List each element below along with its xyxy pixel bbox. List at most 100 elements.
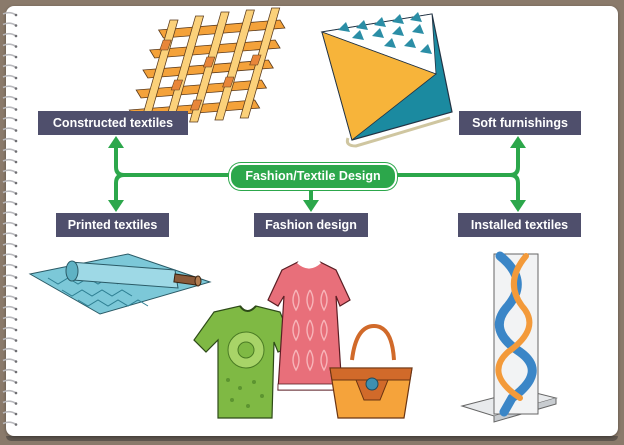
node-constructed-textiles: Constructed textiles xyxy=(38,111,188,135)
spiral-ring xyxy=(2,85,17,90)
spiral-hole xyxy=(14,402,18,405)
spiral-ring xyxy=(2,148,17,153)
spiral-hole xyxy=(14,423,18,426)
spiral-ring xyxy=(2,274,17,279)
connector-to-printed xyxy=(114,173,126,205)
spiral-ring xyxy=(2,137,17,142)
connector-lines xyxy=(114,144,520,205)
pink-dress-illustration xyxy=(267,260,351,391)
spiral-hole xyxy=(14,181,18,185)
spiral-ring xyxy=(2,200,17,205)
spiral-ring xyxy=(2,32,17,37)
spiral-ring xyxy=(2,106,17,111)
spiral-ring xyxy=(2,379,17,384)
spiral-ring xyxy=(2,190,17,195)
spiral-hole xyxy=(14,391,18,395)
spiral-ring xyxy=(2,368,17,373)
spiral-ring xyxy=(2,337,17,342)
spiral-hole xyxy=(14,129,18,132)
spiral-ring xyxy=(2,421,17,426)
spiral-hole xyxy=(14,118,18,122)
spiral-hole xyxy=(14,213,18,216)
spiral-hole xyxy=(14,76,18,80)
spiral-ring xyxy=(2,400,17,405)
spiral-hole xyxy=(14,318,18,321)
spiral-ring xyxy=(2,326,17,331)
spiral-hole xyxy=(14,150,18,153)
spiral-ring xyxy=(2,11,17,16)
center-node-fashion-textile-design: Fashion/Textile Design xyxy=(229,163,397,190)
spiral-ring xyxy=(2,295,17,300)
spiral-ring xyxy=(2,253,17,258)
node-soft-furnishings: Soft furnishings xyxy=(459,111,581,135)
spiral-ring xyxy=(2,242,17,247)
spiral-hole xyxy=(14,66,18,69)
spiral-ring xyxy=(2,221,17,226)
spiral-ring xyxy=(2,43,17,48)
spiral-ring xyxy=(2,169,17,174)
spiral-hole xyxy=(14,349,18,353)
spiral-ring xyxy=(2,316,17,321)
green-tshirt-illustration xyxy=(193,305,295,419)
spiral-hole xyxy=(14,139,18,143)
spiral-ring xyxy=(2,74,17,79)
spiral-ring xyxy=(2,358,17,363)
fabric-roll-illustration xyxy=(28,253,212,315)
spiral-ring xyxy=(2,95,17,100)
spiral-hole xyxy=(14,202,18,206)
spiral-ring xyxy=(2,410,17,415)
spiral-hole xyxy=(14,87,18,90)
spiral-ring xyxy=(2,53,17,58)
spiral-ring xyxy=(2,263,17,268)
arrowhead-up-constructed xyxy=(108,136,124,148)
spiral-hole xyxy=(14,45,18,48)
spiral-ring xyxy=(2,22,17,27)
spiral-hole xyxy=(14,192,18,195)
spiral-ring xyxy=(2,305,17,310)
spiral-ring xyxy=(2,232,17,237)
sheet-bottom-edge xyxy=(6,436,618,441)
arrowhead-down-fashion xyxy=(303,200,319,212)
spiral-ring xyxy=(2,116,17,121)
node-fashion-design: Fashion design xyxy=(254,213,368,237)
spiral-ring xyxy=(2,158,17,163)
spiral-hole xyxy=(14,223,18,227)
spiral-hole xyxy=(14,370,18,374)
spiral-hole xyxy=(14,412,18,416)
spiral-ring xyxy=(2,389,17,394)
arrowhead-down-installed xyxy=(510,200,526,212)
spiral-hole xyxy=(14,307,18,311)
spiral-hole xyxy=(14,34,18,38)
connector-arrowheads xyxy=(108,136,526,212)
node-installed-textiles: Installed textiles xyxy=(458,213,581,237)
spiral-ring xyxy=(2,127,17,132)
spiral-hole xyxy=(14,286,18,290)
spiral-hole xyxy=(14,55,18,59)
spiral-hole xyxy=(14,339,18,342)
arrowhead-down-printed xyxy=(108,200,124,212)
spiral-ring xyxy=(2,179,17,184)
orange-handbag-illustration xyxy=(329,323,413,419)
spiral-hole xyxy=(14,255,18,258)
woven-strips-illustration xyxy=(128,7,286,131)
spiral-hole xyxy=(14,24,18,27)
twisted-installation-illustration xyxy=(460,251,558,423)
spiral-hole xyxy=(14,328,18,332)
spiral-hole xyxy=(14,276,18,279)
spiral-hole xyxy=(14,160,18,164)
spiral-ring xyxy=(2,211,17,216)
spiral-hole xyxy=(14,360,18,363)
connector-to-installed xyxy=(508,173,520,205)
connector-to-soft xyxy=(391,144,520,177)
spiral-hole xyxy=(14,244,18,248)
spiral-hole xyxy=(14,13,18,17)
spiral-hole xyxy=(14,97,18,101)
spiral-ring xyxy=(2,347,17,352)
triangle-cushion-illustration xyxy=(320,12,453,148)
node-printed-textiles: Printed textiles xyxy=(56,213,169,237)
spiral-ring xyxy=(2,64,17,69)
spiral-binding xyxy=(2,11,18,426)
spiral-hole xyxy=(14,171,18,174)
